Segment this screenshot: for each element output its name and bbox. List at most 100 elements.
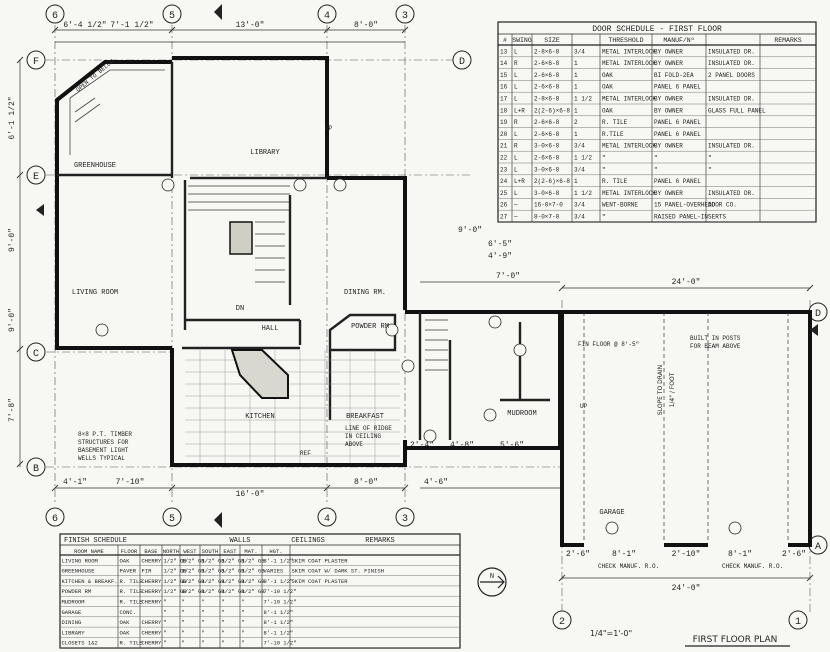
finish-schedule-cell: SKIM COAT PLASTER bbox=[292, 578, 349, 585]
grid-label-bottom-5: 5 bbox=[169, 514, 175, 525]
door-schedule-cell: 1 bbox=[574, 178, 578, 185]
finish-schedule-cell: 1/2" GB bbox=[242, 588, 266, 595]
room-label-greenhouse: GREENHOUSE bbox=[74, 162, 116, 170]
grid-bubble-left-E bbox=[26, 165, 46, 185]
door-schedule-cell: L+R bbox=[514, 107, 525, 114]
dim-top-1: 6'-4 1/2" bbox=[63, 21, 106, 30]
finish-schedule-cell: " bbox=[182, 599, 185, 606]
door-schedule-cell: PANEL 6 PANEL bbox=[654, 119, 701, 126]
finish-schedule-cell: " bbox=[222, 629, 225, 636]
finish-schedule-header: SOUTH bbox=[202, 548, 219, 555]
note-fin-floor: FIN FLOOR @ 8'-5" bbox=[578, 341, 639, 348]
grid-label-left-C: C bbox=[33, 349, 39, 360]
door-schedule-cell: 1 1/2 bbox=[574, 96, 592, 103]
dim-left-3: 9'-0" bbox=[8, 308, 17, 332]
grid-label-left-E: E bbox=[33, 172, 39, 183]
finish-schedule-cell: 1/2" GB bbox=[222, 557, 246, 564]
grid-label-bottom-4: 4 bbox=[324, 514, 330, 525]
door-schedule-cell: 2-6×6-8 bbox=[534, 119, 560, 126]
door-schedule-cell: 26 bbox=[500, 202, 508, 209]
door-schedule-title: DOOR SCHEDULE - FIRST FLOOR bbox=[592, 25, 722, 34]
door-schedule-cell: METAL INTERLOCK bbox=[602, 48, 656, 55]
door-schedule-cell: " bbox=[602, 166, 606, 173]
room-label-living: LIVING ROOM bbox=[72, 289, 118, 297]
room-labels: GREENHOUSE LIBRARY LIVING ROOM DINING RM… bbox=[72, 149, 625, 517]
finish-schedule-cell: " bbox=[242, 609, 245, 616]
finish-schedule-header: FLOOR bbox=[121, 548, 138, 555]
dim-bottom-3: 16'-0" bbox=[236, 490, 265, 499]
dim-garage-part-2: 8'-1" bbox=[612, 550, 636, 559]
door-schedule-cell: 25 bbox=[500, 190, 508, 197]
door-schedule-cell: L+R bbox=[514, 178, 525, 185]
door-schedule-header: REMARKS bbox=[774, 37, 801, 44]
grid-label-left-D: D bbox=[459, 57, 465, 68]
note-built-in-1: BUILT IN POSTS bbox=[690, 335, 741, 342]
note-open-below: OPEN TO BELOW bbox=[75, 58, 116, 94]
finish-schedule-cell: " bbox=[182, 619, 185, 626]
greenhouse-wall bbox=[55, 60, 172, 160]
finish-schedule-cell: 1/2" GB bbox=[182, 578, 206, 585]
finish-schedule-cell: " bbox=[202, 640, 205, 647]
door-schedule-cell: OAK bbox=[602, 72, 613, 79]
finish-schedule-cell: " bbox=[242, 629, 245, 636]
finish-schedule-cell: 1/2" GB bbox=[222, 568, 246, 575]
finish-schedule-cell: 8'-1 1/2" bbox=[264, 557, 294, 564]
finish-schedule-header: ROOM NAME bbox=[74, 548, 104, 555]
finish-group-remarks: REMARKS bbox=[365, 537, 394, 545]
door-schedule-cell: 24 bbox=[500, 178, 508, 185]
finish-schedule-cell: " bbox=[222, 640, 225, 647]
finish-schedule-cell: CLOSETS 1&2 bbox=[62, 640, 98, 647]
door-schedule-header: THRESHOLD bbox=[608, 37, 643, 44]
finish-schedule-cell: 1/2" GB bbox=[242, 568, 266, 575]
door-schedule-cell: 19 bbox=[500, 119, 508, 126]
dim-top-4: 8'-0" bbox=[354, 21, 378, 30]
finish-schedule-cell: 8'-1 1/2" bbox=[264, 629, 294, 636]
finish-schedule-cell: " bbox=[182, 629, 185, 636]
finish-schedule-cell: GARAGE bbox=[62, 609, 83, 616]
finish-schedule-cell: R. TILE bbox=[120, 588, 144, 595]
door-schedule-cell: — bbox=[513, 214, 518, 221]
grid-bubble-left-F bbox=[26, 50, 46, 70]
finish-schedule-cell: 8'-1 1/2" bbox=[264, 609, 294, 616]
grid-bubbles bbox=[26, 4, 828, 630]
door-tags bbox=[95, 178, 742, 535]
door-schedule-cell: WENT-BORNE bbox=[602, 202, 638, 209]
note-timber-3: BASEMENT LIGHT bbox=[78, 447, 129, 454]
door-schedule-cell: R. TILE bbox=[602, 119, 628, 126]
left-dimension-texts: 6'-1 1/2" 9'-0" 9'-0" 7'-8" bbox=[8, 96, 17, 422]
door-schedule-cell: 3-0×6-8 bbox=[534, 190, 560, 197]
door-schedule-cell: INSULATED DR. bbox=[708, 143, 755, 150]
dimension-lines bbox=[19, 29, 810, 579]
dim-garage-bottom: 24'-0" bbox=[672, 584, 701, 593]
finish-schedule-cell: " bbox=[222, 599, 225, 606]
door-schedule-cell: L bbox=[514, 190, 518, 197]
door-schedule-cell: 16 bbox=[500, 84, 508, 91]
dimension-ticks bbox=[16, 26, 814, 582]
door-schedule-cell: 3-0×6-8 bbox=[534, 143, 560, 150]
door-schedule-cell: 1 bbox=[574, 107, 578, 114]
grid-bubble-top-3 bbox=[395, 4, 415, 24]
grid-label-bottom-1: 1 bbox=[795, 617, 801, 628]
finish-schedule-cell: 1/2" GB bbox=[202, 568, 226, 575]
finish-schedule-cell: 1/2" GB bbox=[164, 578, 188, 585]
door-schedule-cell: 3/4 bbox=[574, 214, 585, 221]
finish-schedule-cell: CHERRY bbox=[142, 629, 163, 636]
finish-schedule-cell: CHERRY bbox=[142, 578, 163, 585]
note-ridge-2: IN CEILING bbox=[345, 433, 381, 440]
door-schedule-cell: 20 bbox=[500, 131, 508, 138]
finish-schedule-cell: R. TILE bbox=[120, 578, 144, 585]
dim-top-2: 7'-1 1/2" bbox=[110, 21, 153, 30]
finish-schedule-cell: " bbox=[202, 599, 205, 606]
note-up-2: UP bbox=[580, 403, 588, 410]
note-timber-2: STRUCTURES FOR bbox=[78, 439, 129, 446]
finish-schedule-cell: OAK bbox=[120, 557, 131, 564]
living-wall bbox=[55, 160, 172, 350]
kitchen-island bbox=[230, 349, 289, 399]
grid-bubble-left-B bbox=[26, 457, 46, 477]
greenhouse-glazing bbox=[69, 69, 165, 155]
plan-notes: OPEN TO BELOW 8×8 P.T. TIMBER STRUCTURES… bbox=[75, 58, 783, 570]
door-schedule-cell: METAL INTERLOCK bbox=[602, 96, 656, 103]
north-label: N bbox=[490, 573, 494, 581]
finish-schedule-cell: KITCHEN & BREAKF. bbox=[62, 578, 118, 585]
stair-treads bbox=[188, 185, 448, 371]
